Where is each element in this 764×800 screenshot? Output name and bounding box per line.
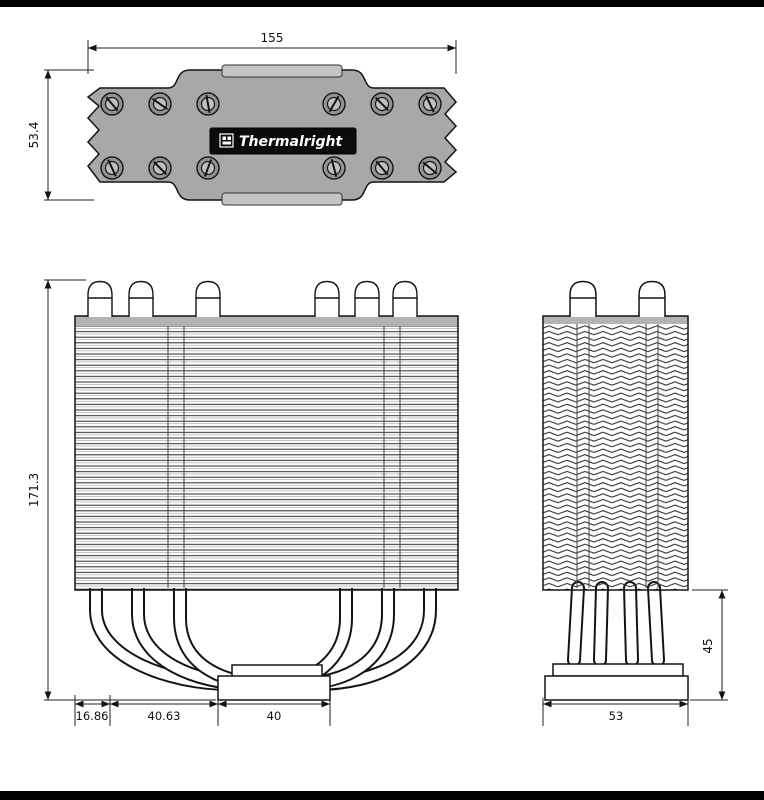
heatpipes-side <box>567 581 665 667</box>
dim-label-bottom-span: 40.63 <box>148 709 181 723</box>
heatpipe-tip <box>87 280 113 318</box>
bottom-black-bar <box>0 791 764 800</box>
top-black-bar <box>0 0 764 7</box>
base-front <box>217 664 331 701</box>
side-view <box>542 280 689 701</box>
dim-label-base-clearance: 45 <box>701 638 715 653</box>
dim-front-height: 171.3 <box>27 279 216 701</box>
dim-base-height: 45 <box>690 589 728 701</box>
dim-bottom-widths: 16.86 40.63 40 <box>74 695 331 726</box>
front-view <box>74 280 459 701</box>
heatpipe-tip <box>128 280 154 318</box>
thermalright-logo-icon <box>219 133 234 148</box>
top-view: Thermalright <box>86 64 458 206</box>
heatpipe-tip <box>392 280 418 318</box>
brand-badge: Thermalright <box>209 127 357 155</box>
heatpipe-tips-side <box>569 280 666 318</box>
fin-stack-front <box>74 315 459 591</box>
heatpipe-tip <box>569 280 597 318</box>
brand-badge-bg <box>209 127 357 155</box>
brand-label: Thermalright <box>239 134 343 150</box>
heatpipe-columns-front <box>167 326 401 588</box>
base-side <box>544 663 689 701</box>
dim-label-top-width: 155 <box>261 31 284 45</box>
dim-label-top-depth: 53.4 <box>27 122 41 149</box>
top-view-top-tab <box>221 64 343 78</box>
heatpipe-columns-side <box>576 324 659 588</box>
top-view-bottom-tab <box>221 192 343 206</box>
heatpipe-tip <box>314 280 340 318</box>
dim-label-bottom-offset: 16.86 <box>76 709 109 723</box>
dim-label-side-width: 53 <box>609 709 624 723</box>
fin-stack-side <box>542 315 689 591</box>
dim-side-width: 53 <box>542 698 689 726</box>
heatpipe-tip <box>354 280 380 318</box>
heatpipe-tips-front <box>87 280 418 318</box>
dim-label-base-width: 40 <box>267 709 282 723</box>
heatpipe-tip <box>638 280 666 318</box>
dim-label-front-height: 171.3 <box>27 473 41 507</box>
dim-top-depth: 53.4 <box>27 69 94 201</box>
dim-top-width: 155 <box>87 31 457 74</box>
heatpipe-tip <box>195 280 221 318</box>
